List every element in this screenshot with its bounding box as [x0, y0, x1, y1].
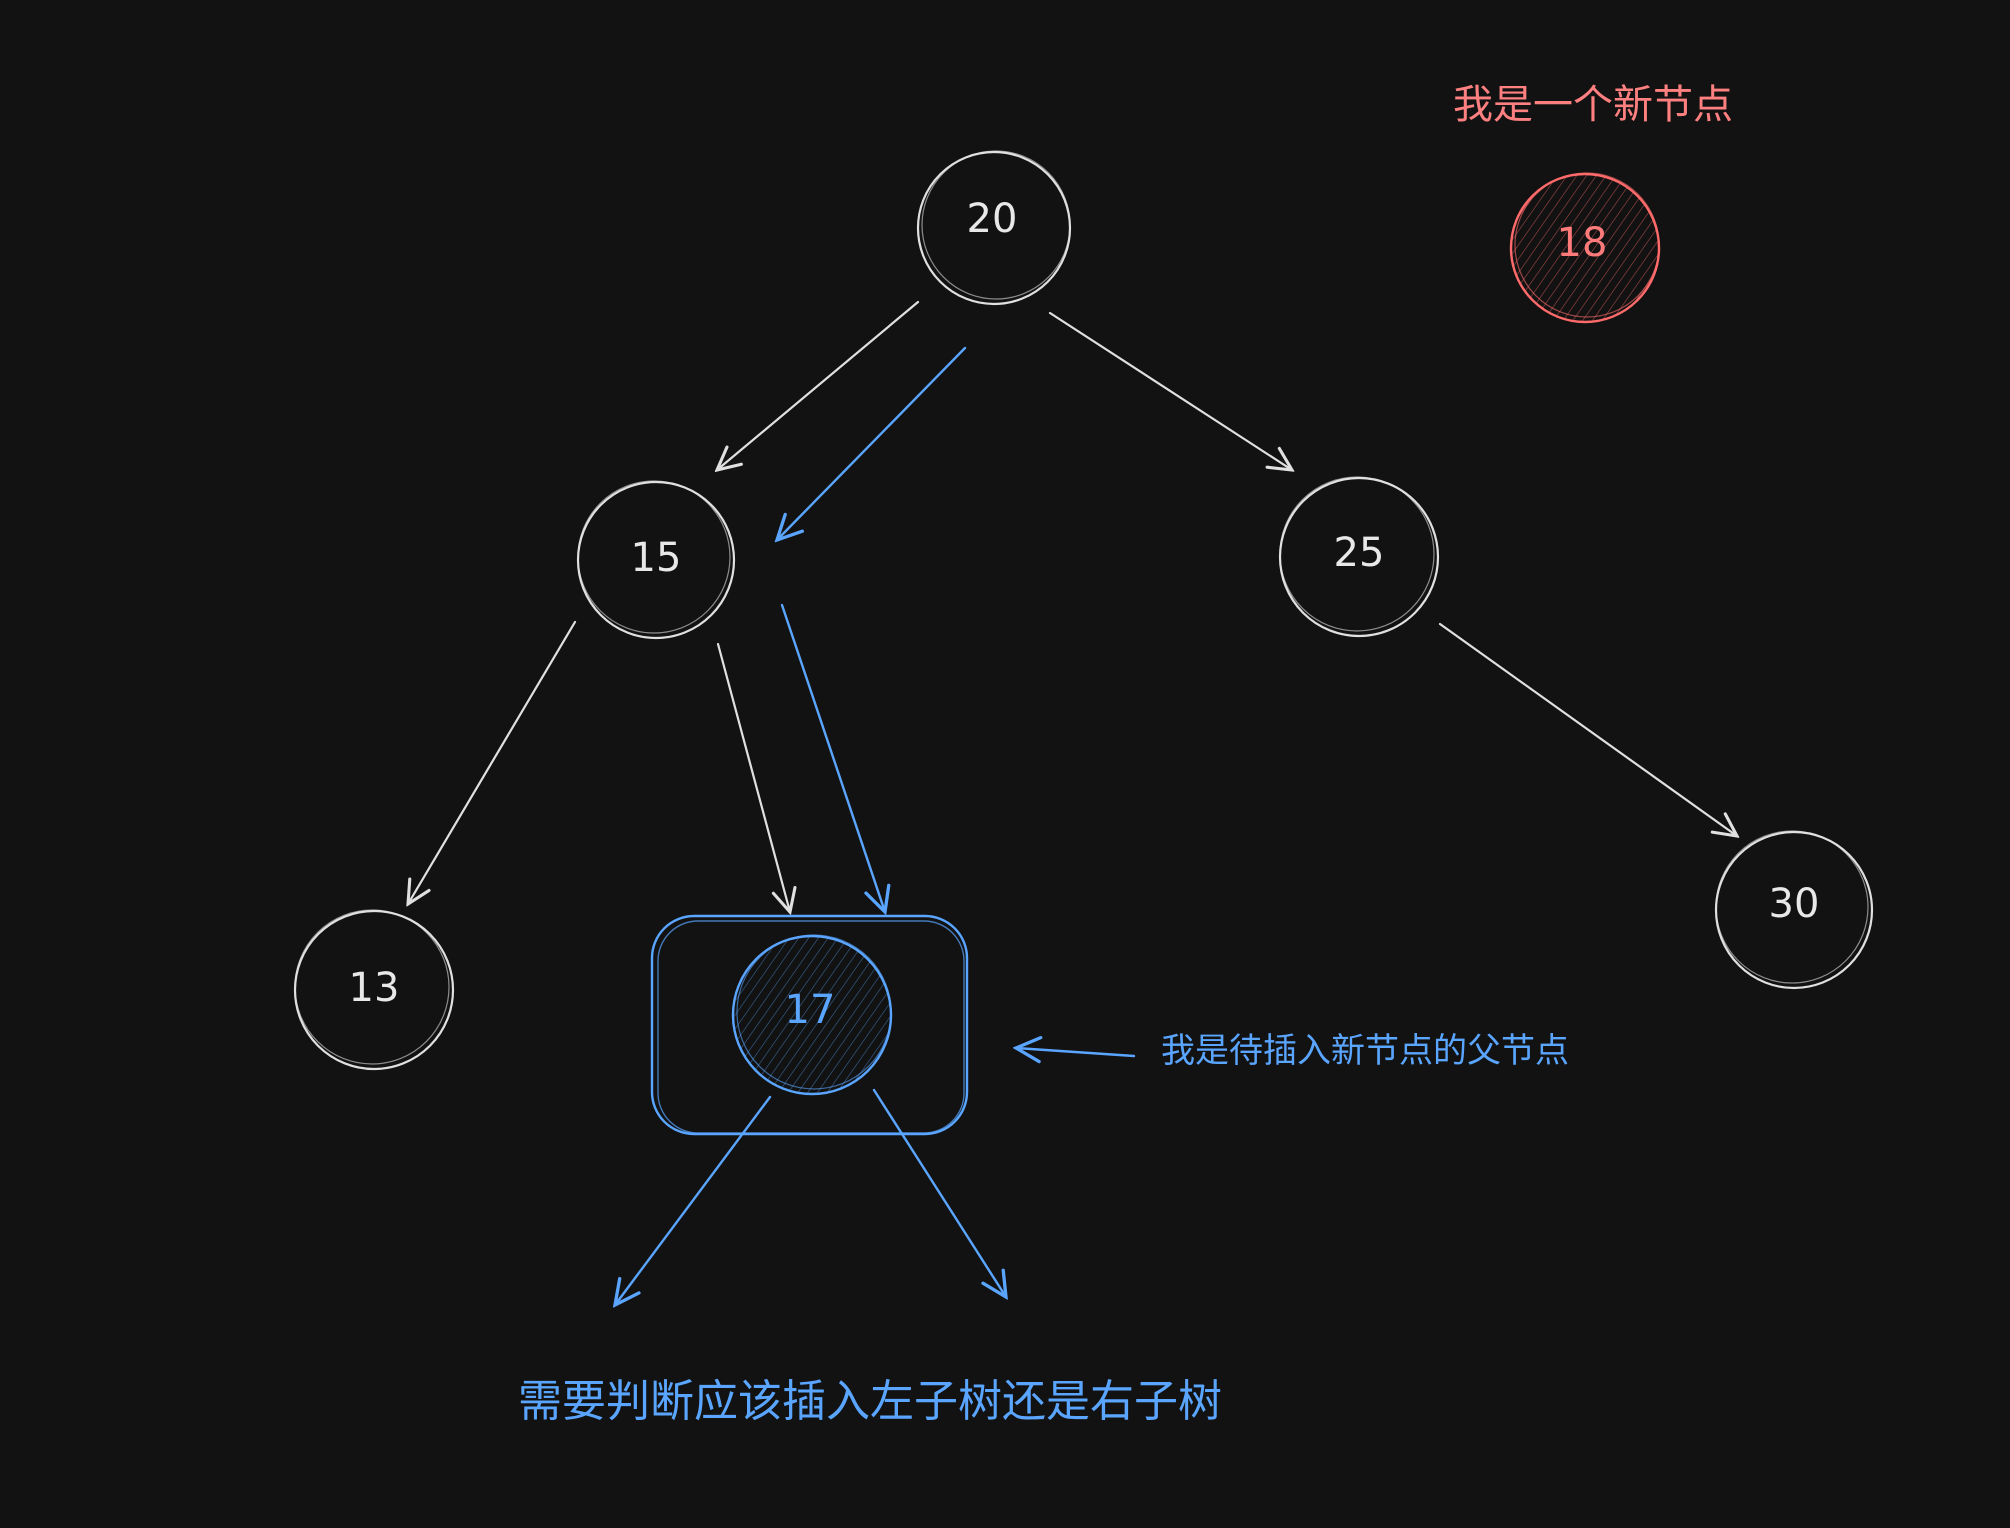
node-label-17: 17	[785, 987, 836, 1033]
note-parent-node: 我是待插入新节点的父节点	[1161, 1031, 1569, 1071]
pointer-to-parent	[1016, 1048, 1136, 1056]
edge-20-15	[717, 300, 920, 470]
note-left-or-right: 需要判断应该插入左子树还是右子树	[518, 1376, 1222, 1427]
path-15-17	[780, 603, 885, 912]
edge-25-30	[1438, 622, 1737, 836]
node-label-15: 15	[631, 535, 682, 581]
node-label-20: 20	[967, 196, 1018, 242]
path-17-left	[615, 1095, 772, 1305]
node-label-13: 13	[349, 965, 400, 1011]
node-13: 13	[293, 909, 455, 1071]
node-label-18: 18	[1557, 220, 1608, 266]
node-17: 17	[731, 934, 893, 1096]
node-label-30: 30	[1769, 881, 1820, 927]
note-new-node: 我是一个新节点	[1453, 82, 1733, 128]
node-15: 15	[576, 480, 736, 640]
path-17-right	[872, 1088, 1006, 1297]
parent-highlight-box-sketch	[657, 920, 965, 1134]
edge-20-25	[1048, 311, 1292, 470]
tree-edges	[408, 300, 1737, 912]
parent-highlight-box	[650, 914, 969, 1136]
node-20: 20	[916, 150, 1072, 306]
node-label-25: 25	[1334, 530, 1385, 576]
node-18-new: 18	[1509, 172, 1661, 324]
edge-15-17	[716, 642, 790, 912]
node-25: 25	[1278, 476, 1440, 638]
search-path	[615, 346, 1136, 1305]
node-30: 30	[1714, 830, 1874, 990]
path-20-15	[777, 346, 967, 540]
edge-15-13	[408, 620, 577, 904]
